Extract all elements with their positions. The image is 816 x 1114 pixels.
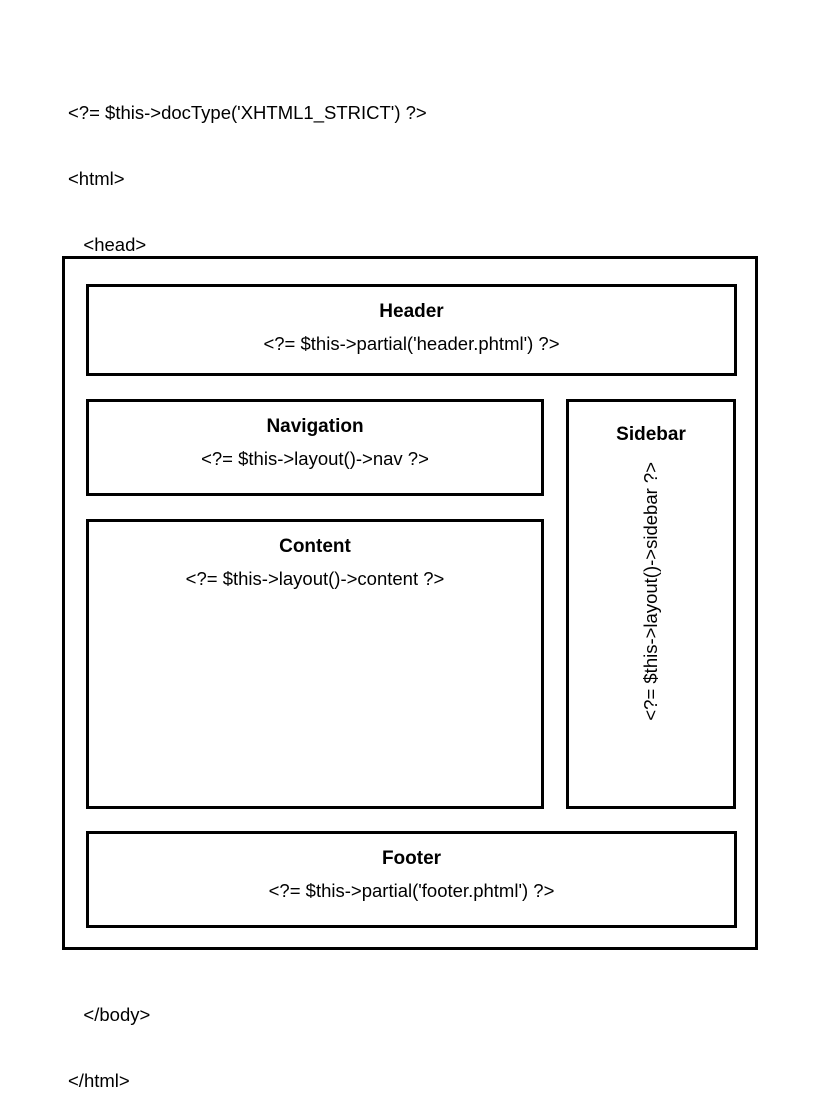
code-line-html-open: <html> (68, 168, 125, 189)
region-header: Header <?= $this->partial('header.phtml'… (86, 284, 737, 376)
region-navigation-title: Navigation (266, 416, 364, 437)
code-line-html-close: </html> (68, 1070, 130, 1091)
region-header-title: Header (379, 301, 444, 322)
region-sidebar: Sidebar <?= $this->layout()->sidebar ?> (566, 399, 736, 809)
code-line-doctype: <?= $this->docType('XHTML1_STRICT') ?> (68, 102, 427, 123)
region-sidebar-title: Sidebar (616, 424, 686, 445)
region-sidebar-code: <?= $this->layout()->sidebar ?> (639, 462, 661, 721)
region-footer-code: <?= $this->partial('footer.phtml') ?> (268, 880, 555, 901)
region-footer-title: Footer (381, 848, 442, 869)
region-navigation: Navigation <?= $this->layout()->nav ?> (86, 399, 544, 496)
region-content-title: Content (279, 536, 351, 557)
region-sidebar-code-wrapper: <?= $this->layout()->sidebar ?> (569, 462, 733, 802)
region-footer: Footer <?= $this->partial('footer.phtml'… (86, 831, 737, 928)
region-content: Content <?= $this->layout()->content ?> (86, 519, 544, 809)
code-line-head-open: <head> (68, 234, 147, 255)
bottom-code-block: </body> </html> (68, 960, 150, 1114)
region-navigation-code: <?= $this->layout()->nav ?> (201, 448, 429, 469)
region-header-code: <?= $this->partial('header.phtml') ?> (263, 333, 560, 354)
code-line-body-close: </body> (68, 1004, 151, 1025)
region-content-code: <?= $this->layout()->content ?> (185, 568, 445, 589)
body-container-box: Header <?= $this->partial('header.phtml'… (62, 256, 758, 950)
